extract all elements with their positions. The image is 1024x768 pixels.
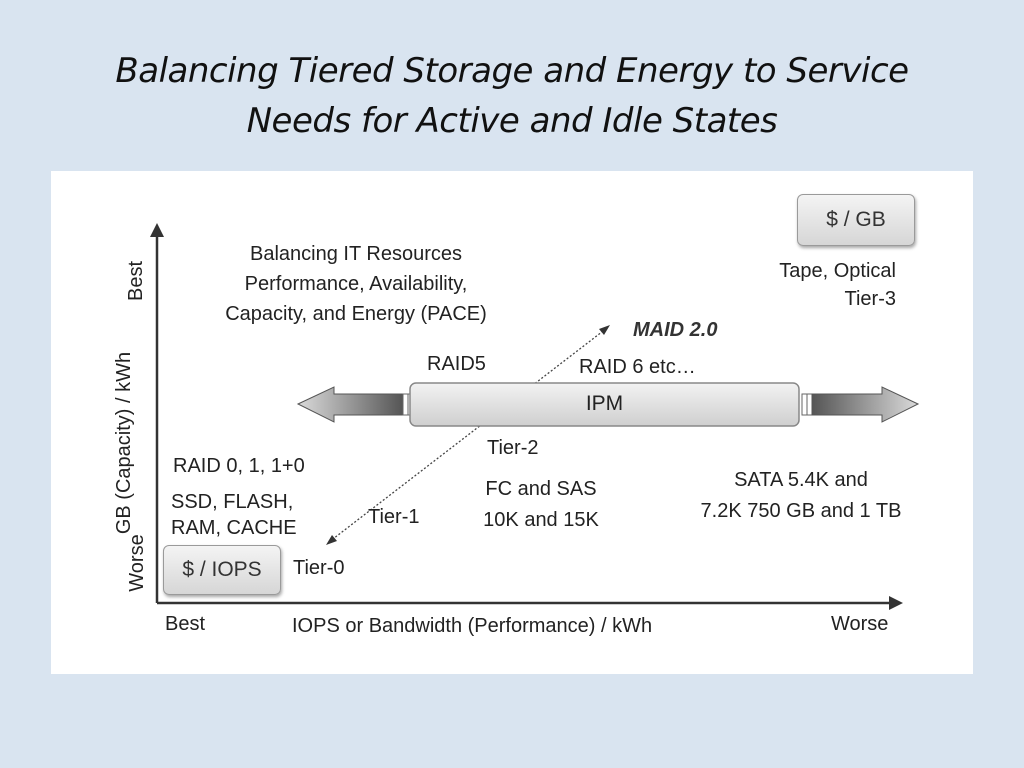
diagonal-arrow xyxy=(328,327,608,543)
fc-sas-text: FC and SAS 10K and 15K xyxy=(441,474,641,536)
raid6-label: RAID 6 etc… xyxy=(579,356,696,378)
sata-text: SATA 5.4K and 7.2K 750 GB and 1 TB xyxy=(671,465,931,527)
tiered-storage-diagram: GB (Capacity) / kWh Best Worse Best IOPS… xyxy=(51,171,973,674)
tier2-label: Tier-2 xyxy=(487,437,539,459)
tier1-label: Tier-1 xyxy=(368,506,420,528)
ipm-label: IPM xyxy=(585,392,624,415)
tier3-label: Tier-3 xyxy=(844,288,896,310)
left-arrow-shape xyxy=(296,386,404,423)
pace-line-2: Performance, Availability, xyxy=(244,273,468,295)
right-arrow-cap-2 xyxy=(806,393,813,416)
ssd-line-1: SSD, FLASH, xyxy=(171,491,294,513)
title-line-2: Needs for Active and Idle States xyxy=(246,101,778,141)
cost-per-iops-label: $ / IOPS xyxy=(182,558,262,581)
x-axis-label: IOPS or Bandwidth (Performance) / kWh xyxy=(292,615,653,637)
pace-text: Balancing IT Resources Performance, Avai… xyxy=(191,239,521,329)
cost-per-gb-box: $ / GB xyxy=(797,194,915,246)
ssd-text: SSD, FLASH, RAM, CACHE xyxy=(171,489,297,541)
fc-sas-line-1: FC and SAS xyxy=(485,478,597,500)
tier3-text: Tape, Optical Tier-3 xyxy=(711,257,896,313)
y-axis-label: GB (Capacity) / kWh xyxy=(113,351,135,535)
pace-line-3: Capacity, and Energy (PACE) xyxy=(225,303,487,325)
diagonal-arrowhead-bottom xyxy=(326,535,337,545)
x-axis-arrowhead xyxy=(889,596,903,610)
y-axis-arrowhead xyxy=(150,223,164,237)
y-axis-top-label: Best xyxy=(125,260,147,302)
slide-title: Balancing Tiered Storage and Energy to S… xyxy=(0,46,1024,146)
cost-per-gb-label: $ / GB xyxy=(826,208,886,231)
x-axis-left-label: Best xyxy=(165,613,206,635)
maid-label: MAID 2.0 xyxy=(633,319,718,341)
fc-sas-line-2: 10K and 15K xyxy=(483,509,599,531)
x-axis-right-label: Worse xyxy=(831,613,889,635)
cost-per-iops-box: $ / IOPS xyxy=(163,545,281,595)
sata-line-2: 7.2K 750 GB and 1 TB xyxy=(700,500,902,522)
right-arrow-shape xyxy=(811,386,920,423)
ipm-double-arrow xyxy=(296,382,920,427)
sata-line-1: SATA 5.4K and xyxy=(734,469,868,491)
ipm-bar xyxy=(409,382,800,427)
raid0-label: RAID 0, 1, 1+0 xyxy=(173,455,305,477)
title-line-1: Balancing Tiered Storage and Energy to S… xyxy=(115,51,909,91)
y-axis-bottom-label: Worse xyxy=(126,534,148,592)
pace-line-1: Balancing IT Resources xyxy=(250,243,462,265)
left-arrow-cap-1 xyxy=(402,393,409,416)
diagram-graphics xyxy=(150,223,920,610)
raid5-label: RAID5 xyxy=(427,353,486,375)
ssd-line-2: RAM, CACHE xyxy=(171,517,297,539)
tier0-label: Tier-0 xyxy=(293,557,345,579)
tape-optical-label: Tape, Optical xyxy=(779,260,896,282)
diagonal-arrowhead-top xyxy=(599,325,610,335)
right-arrow-cap-1 xyxy=(801,393,808,416)
